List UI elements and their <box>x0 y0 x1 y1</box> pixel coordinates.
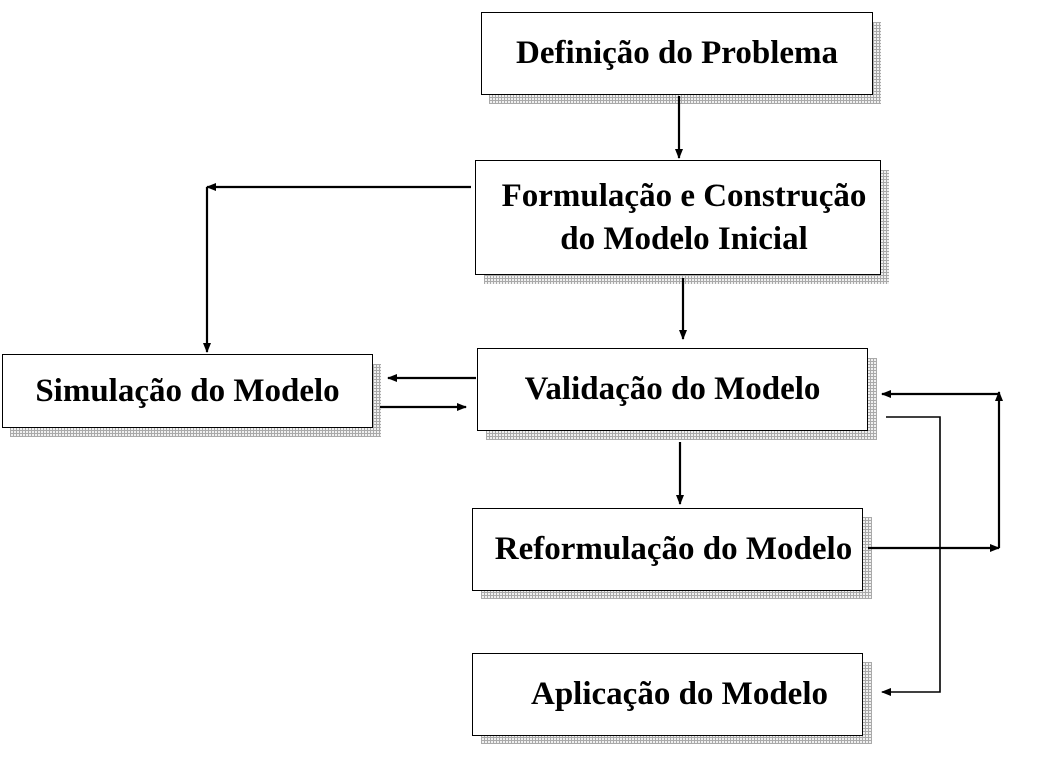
node-definicao-do-problema: Definição do Problema <box>481 12 873 95</box>
node-simulacao-do-modelo: Simulação do Modelo <box>2 354 373 428</box>
node-label: Simulação do Modelo <box>35 372 340 409</box>
node-formulacao-e-construcao: Formulação e Construção do Modelo Inicia… <box>475 160 881 275</box>
node-validacao-do-modelo: Validação do Modelo <box>477 348 868 431</box>
node-label: Reformulação do Modelo <box>494 531 853 568</box>
node-reformulacao-do-modelo: Reformulação do Modelo <box>472 508 863 591</box>
node-aplicacao-do-modelo: Aplicação do Modelo <box>472 653 863 736</box>
edge-validacao-to-aplicacao <box>881 416 941 696</box>
node-label: Formulação e Construção do Modelo Inicia… <box>501 177 867 257</box>
node-label: Validação do Modelo <box>524 371 821 408</box>
node-label: Aplicação do Modelo <box>531 676 828 713</box>
node-label: Definição do Problema <box>515 35 839 72</box>
